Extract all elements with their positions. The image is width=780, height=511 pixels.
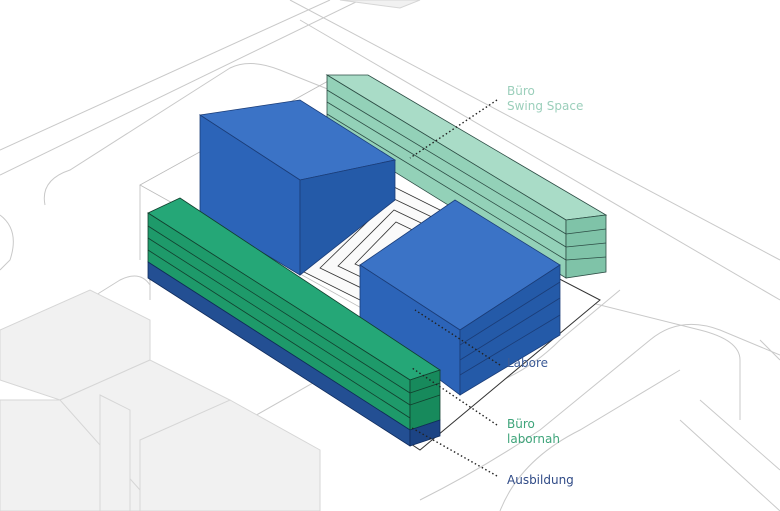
- label-ausbildung: Ausbildung: [507, 473, 574, 487]
- label-labornah-line2: labornah: [507, 432, 560, 446]
- label-labornah: Büro labornah: [507, 417, 560, 447]
- leader-lines: [409, 99, 501, 477]
- block-ausbildung: [147, 261, 441, 447]
- label-swing-space: Büro Swing Space: [507, 84, 583, 114]
- label-labore: Labore: [507, 356, 549, 370]
- label-labornah-line1: Büro: [507, 417, 535, 431]
- label-swing-space-line2: Swing Space: [507, 99, 584, 113]
- neighbour-buildings: [0, 0, 421, 511]
- label-swing-space-line1: Büro: [507, 84, 535, 98]
- block-labore: [198, 99, 561, 396]
- block-swing-space: [325, 74, 608, 279]
- block-buero-labornah: [147, 197, 441, 431]
